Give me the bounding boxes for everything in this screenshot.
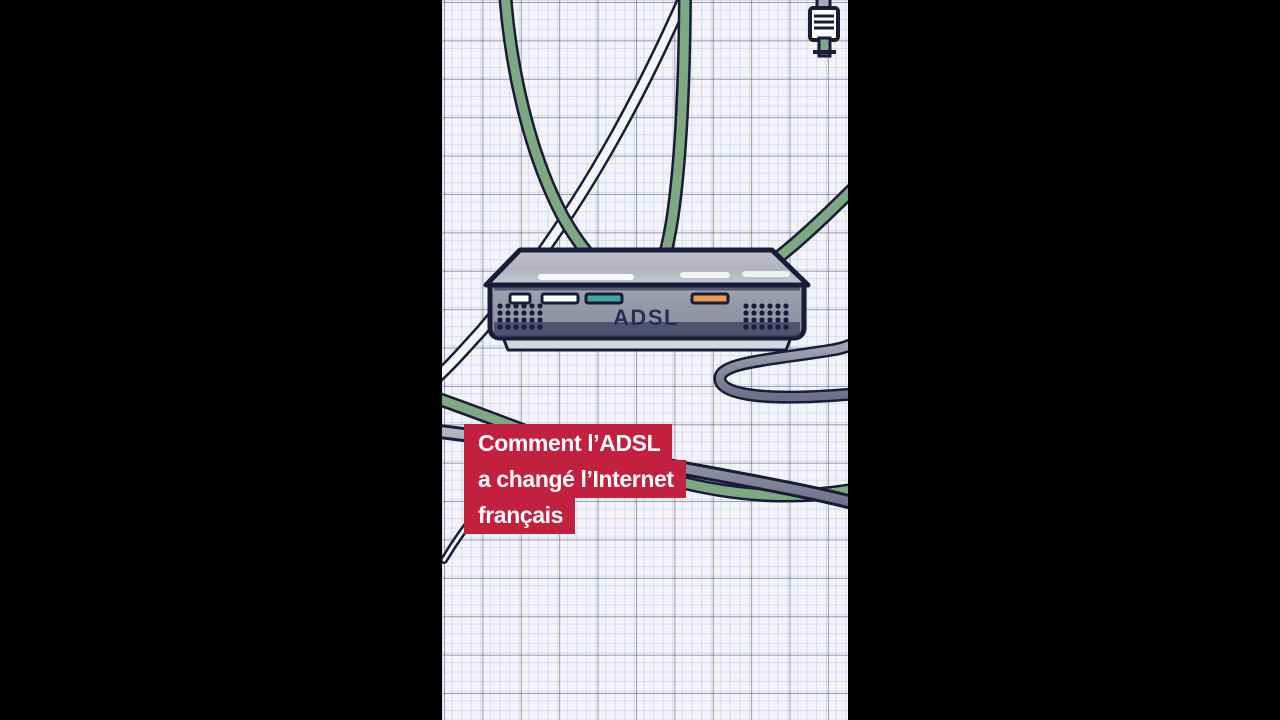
white-cable-arc	[442, 0, 691, 382]
router-top-surface	[483, 247, 811, 288]
rj45-connector	[808, 0, 840, 58]
router-vent-right	[743, 303, 789, 330]
power-led	[508, 292, 532, 305]
title-line-1: Comment l’ADSL	[464, 424, 673, 462]
title-line-3: français	[464, 496, 576, 534]
router-led-strip	[508, 292, 730, 305]
router-vent-left	[497, 303, 543, 330]
adsl-router-device: ADSL	[483, 247, 811, 352]
rj45-body	[808, 6, 840, 42]
grey-cable-loop	[713, 338, 848, 404]
rj45-pin-lines	[814, 14, 834, 30]
video-content-area[interactable]: ADSL	[442, 0, 848, 720]
letterbox-right	[848, 0, 1280, 720]
adsl-router-illustration: ADSL	[442, 0, 848, 564]
status-led-1	[540, 292, 580, 305]
internet-led	[690, 292, 730, 305]
dsl-led	[584, 292, 624, 305]
router-bottom-shadow	[494, 322, 800, 337]
router-top-highlight-right	[742, 271, 790, 277]
rj45-clip	[817, 36, 832, 58]
router-brand-label: ADSL	[613, 305, 679, 330]
router-top-highlight-left	[538, 274, 634, 280]
letterbox-left	[0, 0, 442, 720]
title-line-2: a changé l’Internet	[464, 460, 686, 498]
router-top-highlight-mid	[680, 272, 730, 278]
title-overlay: Comment l’ADSL a changé l’Internet franç…	[464, 424, 686, 534]
